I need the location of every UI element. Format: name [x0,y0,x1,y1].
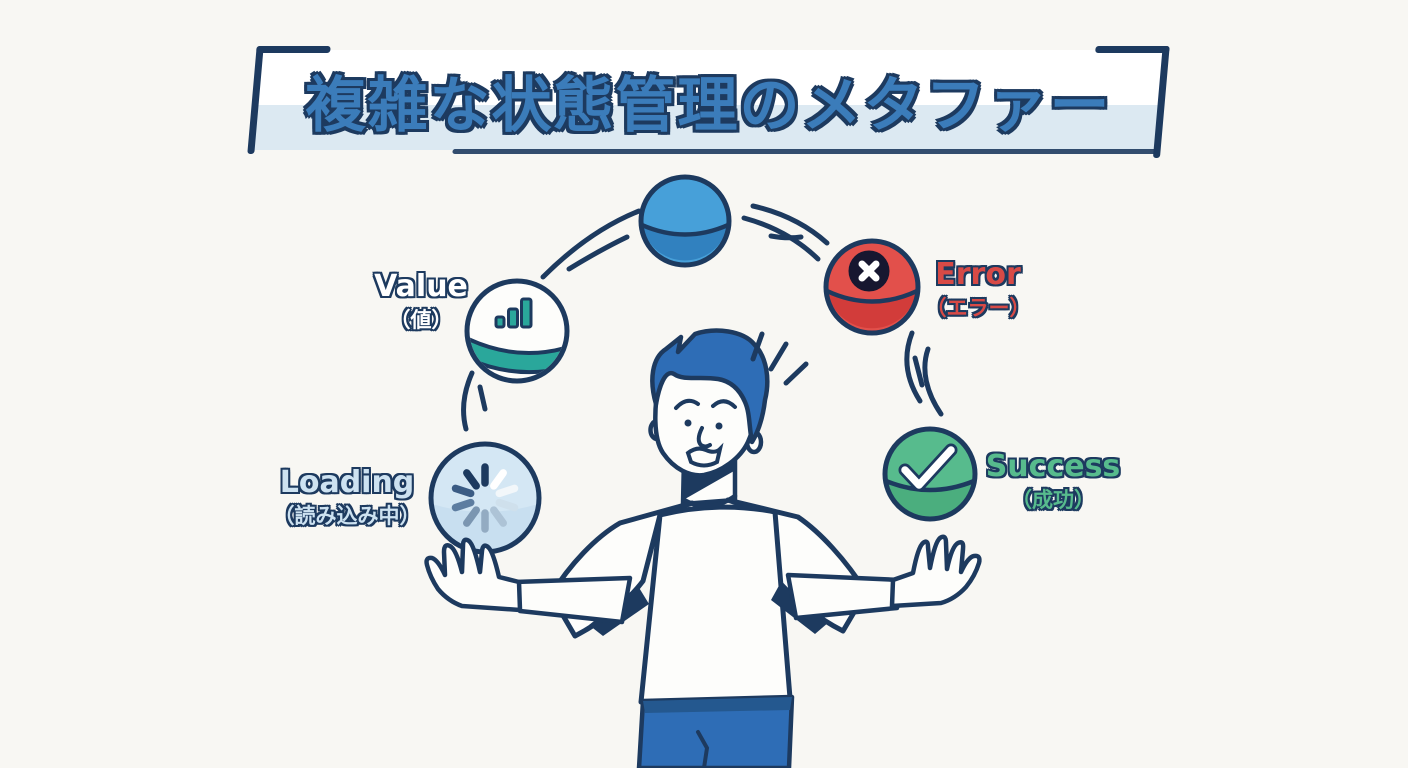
page-title: 複雑な状態管理のメタファー [305,70,1112,141]
state-label-error: Error （エラー） [926,258,1031,321]
state-label-success-ja: （成功） [1011,488,1095,512]
juggler-face-features [674,398,737,468]
arc-top-to-error [741,203,830,262]
state-label-error-ja: （エラー） [925,296,1031,320]
state-label-loading: Loading （読み込み中） [274,466,421,529]
state-label-loading-en: Loading [279,465,415,500]
state-label-error-en: Error [935,257,1021,292]
state-label-value-en: Value [374,269,468,304]
state-label-value: Value （値） [374,270,468,333]
bar-chart-icon [494,297,533,329]
arc-value-to-loading [461,370,488,432]
check-icon [898,443,958,492]
juggler-figure [424,328,982,768]
state-ball-value [464,278,570,384]
right-forearm [785,572,903,621]
spinner-icon [451,463,519,533]
nose [696,426,712,449]
juggler-torso [638,504,793,705]
juggler-hair [650,328,770,445]
juggling-ball-top [638,174,732,268]
arc-value-to-top [540,208,642,280]
left-eyebrow [674,398,700,410]
juggler-left-hand [424,537,523,613]
arc-error-to-success [904,330,944,417]
right-eye [715,422,723,430]
teal-band [469,332,565,375]
state-ball-success [882,426,978,522]
state-label-loading-ja: （読み込み中） [273,504,421,528]
worried-mouth [685,442,724,468]
state-label-success-en: Success [985,449,1121,484]
right-eyebrow [711,399,737,409]
state-ball-error [823,238,921,336]
pants-shadow [643,697,792,713]
state-label-success: Success （成功） [986,450,1121,513]
state-label-value-ja: （値） [389,308,453,332]
collar [681,493,738,509]
juggler-right-hand [889,534,982,609]
juggler-pants [636,694,795,768]
stress-marks [750,331,809,386]
left-eye [684,419,692,427]
x-circle-icon [848,250,890,292]
pants-crease [696,730,710,768]
state-ball-loading [428,441,542,555]
